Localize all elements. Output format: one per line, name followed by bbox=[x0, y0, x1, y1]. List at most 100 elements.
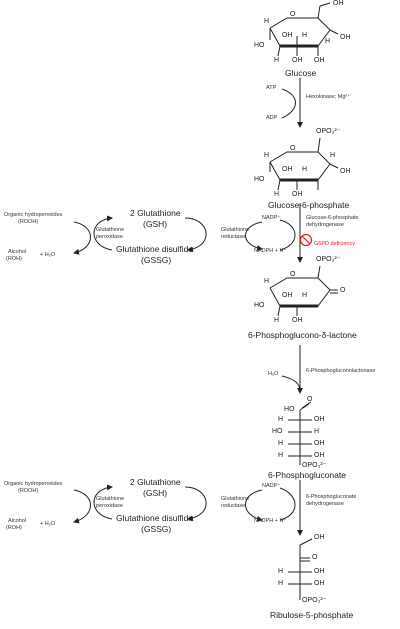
reductase-label: Glutathione bbox=[221, 227, 250, 233]
atom-h: H bbox=[264, 152, 270, 159]
atom-o: O bbox=[340, 287, 346, 294]
atom-oh: OH bbox=[314, 580, 325, 587]
atom-oh: OH bbox=[292, 191, 303, 198]
alcohol-label: Alcohol bbox=[8, 518, 27, 524]
glutathione-cycle-upper bbox=[73, 215, 263, 255]
h2o-curve bbox=[281, 375, 301, 393]
gssg-abbrev: (GSSG) bbox=[141, 255, 172, 265]
cofactor-nadph: NADPH + H⁺ bbox=[254, 248, 287, 254]
peroxidase-label: peroxidase bbox=[96, 503, 123, 509]
atom-oh: OH bbox=[314, 57, 325, 64]
atom-opo3: OPO₃²⁻ bbox=[316, 256, 341, 263]
enzyme-hexokinase: Hexokinase; Mg²⁺ bbox=[306, 94, 351, 100]
atom-ho: HO bbox=[254, 302, 265, 309]
atom-h: H bbox=[274, 191, 280, 198]
compound-ribulose-5-phosphate: Ribulose-5-phosphate bbox=[270, 610, 354, 620]
enzyme-pgd-line1: 6-Phosphogluconate bbox=[306, 494, 357, 500]
cofactor-nadp: NADP⁺ bbox=[262, 483, 281, 489]
atom-h: H bbox=[302, 166, 308, 173]
cofactor-h2o: H₂O bbox=[268, 371, 279, 377]
hydroperoxides-label: Organic hydroperoxides bbox=[4, 481, 63, 487]
atom-oh: OH bbox=[314, 568, 325, 575]
atom-opo3: OPO₃²⁻ bbox=[302, 462, 327, 469]
atom-h: H bbox=[302, 32, 308, 39]
atom-ho: HO bbox=[254, 176, 265, 183]
gluconate-chain bbox=[288, 401, 312, 465]
atom-h: H bbox=[278, 580, 284, 587]
atom-h: H bbox=[278, 452, 284, 459]
gssg-label: Glutathione disulfide bbox=[116, 244, 194, 254]
atom-oh: OH bbox=[314, 416, 325, 423]
peroxidase-label: Glutathione bbox=[96, 496, 125, 502]
compound-g6p: Glucose-6-phosphate bbox=[268, 200, 350, 210]
atom-h: H bbox=[278, 416, 284, 423]
plus-h2o-label: + H₂O bbox=[40, 252, 56, 258]
compound-glucose: Glucose bbox=[285, 68, 317, 78]
atom-h: H bbox=[264, 18, 270, 25]
enzyme-pgd-line2: dehydrogenase bbox=[306, 501, 344, 507]
plus-h2o-label: + H₂O bbox=[40, 521, 56, 527]
gsh-label: 2 Glutathione bbox=[130, 477, 181, 487]
atom-oh: OH bbox=[282, 292, 293, 299]
glucose-ring bbox=[269, 2, 339, 57]
gsh-label: 2 Glutathione bbox=[130, 208, 181, 218]
alcohol-label: Alcohol bbox=[8, 249, 27, 255]
atom-oh: OH bbox=[292, 317, 303, 324]
g6p-ring bbox=[269, 137, 339, 191]
atom-opo3: OPO₃²⁻ bbox=[316, 128, 341, 135]
reductase-label: reductase bbox=[221, 503, 246, 509]
atp-adp-curve bbox=[281, 88, 296, 119]
atom-oh: OH bbox=[292, 57, 303, 64]
gssg-label: Glutathione disulfide bbox=[116, 513, 194, 523]
atom-o: O bbox=[290, 11, 296, 18]
hydroperoxides-label: Organic hydroperoxides bbox=[4, 212, 63, 218]
deficiency-marker bbox=[299, 233, 313, 247]
peroxidase-label: Glutathione bbox=[96, 227, 125, 233]
enzyme-g6pd-line2: dehydrogenase bbox=[306, 222, 344, 228]
reductase-label: reductase bbox=[221, 234, 246, 240]
cofactor-adp: ADP bbox=[266, 115, 278, 121]
atom-oh: OH bbox=[282, 166, 293, 173]
atom-oh: OH bbox=[282, 32, 293, 39]
alcohol-abbrev: (ROH) bbox=[6, 525, 22, 531]
nadp-nadph-curve-1 bbox=[279, 219, 296, 251]
atom-h: H bbox=[278, 568, 284, 575]
alcohol-abbrev: (ROH) bbox=[6, 256, 22, 262]
hydroperoxides-abbrev: (ROOH) bbox=[18, 488, 39, 494]
cofactor-atp: ATP bbox=[266, 85, 277, 91]
atom-h: H bbox=[274, 57, 280, 64]
atom-oh: OH bbox=[314, 452, 325, 459]
cofactor-nadp: NADP⁺ bbox=[262, 215, 281, 221]
lactone-ring bbox=[269, 265, 338, 317]
atom-o: O bbox=[307, 396, 313, 403]
atom-oh: OH bbox=[314, 534, 325, 541]
enzyme-lactonase: 6-Phosphogluconolactonase bbox=[306, 368, 376, 374]
gssg-abbrev: (GSSG) bbox=[141, 524, 172, 534]
peroxidase-label: peroxidase bbox=[96, 234, 123, 240]
compound-lactone: 6-Phosphoglucono-δ-lactone bbox=[248, 330, 357, 340]
atom-o: O bbox=[312, 554, 318, 561]
atom-o: O bbox=[290, 271, 296, 278]
atom-ho: HO bbox=[254, 42, 265, 49]
atom-h: H bbox=[278, 440, 284, 447]
atom-h: H bbox=[330, 152, 336, 159]
g6pd-deficiency-label: G6PD deficiency bbox=[314, 241, 355, 247]
nadp-nadph-curve-2 bbox=[279, 487, 296, 521]
atom-opo3: OPO₃²⁻ bbox=[302, 597, 327, 604]
atom-oh: OH bbox=[333, 0, 344, 7]
atom-oh: OH bbox=[340, 34, 351, 41]
atom-ho: HO bbox=[284, 406, 295, 413]
hydroperoxides-abbrev: (ROOH) bbox=[18, 219, 39, 225]
enzyme-g6pd-line1: Glucose-6-phosphate bbox=[306, 215, 359, 221]
gsh-abbrev: (GSH) bbox=[143, 219, 168, 229]
atom-oh: OH bbox=[340, 168, 351, 175]
atom-o: O bbox=[290, 145, 296, 152]
atom-oh: OH bbox=[314, 440, 325, 447]
cofactor-nadph: NADPH + H⁺ bbox=[254, 518, 287, 524]
ribulose-chain bbox=[288, 538, 313, 600]
glutathione-cycle-lower bbox=[73, 484, 263, 524]
reductase-label: Glutathione bbox=[221, 496, 250, 502]
gsh-abbrev: (GSH) bbox=[143, 488, 168, 498]
